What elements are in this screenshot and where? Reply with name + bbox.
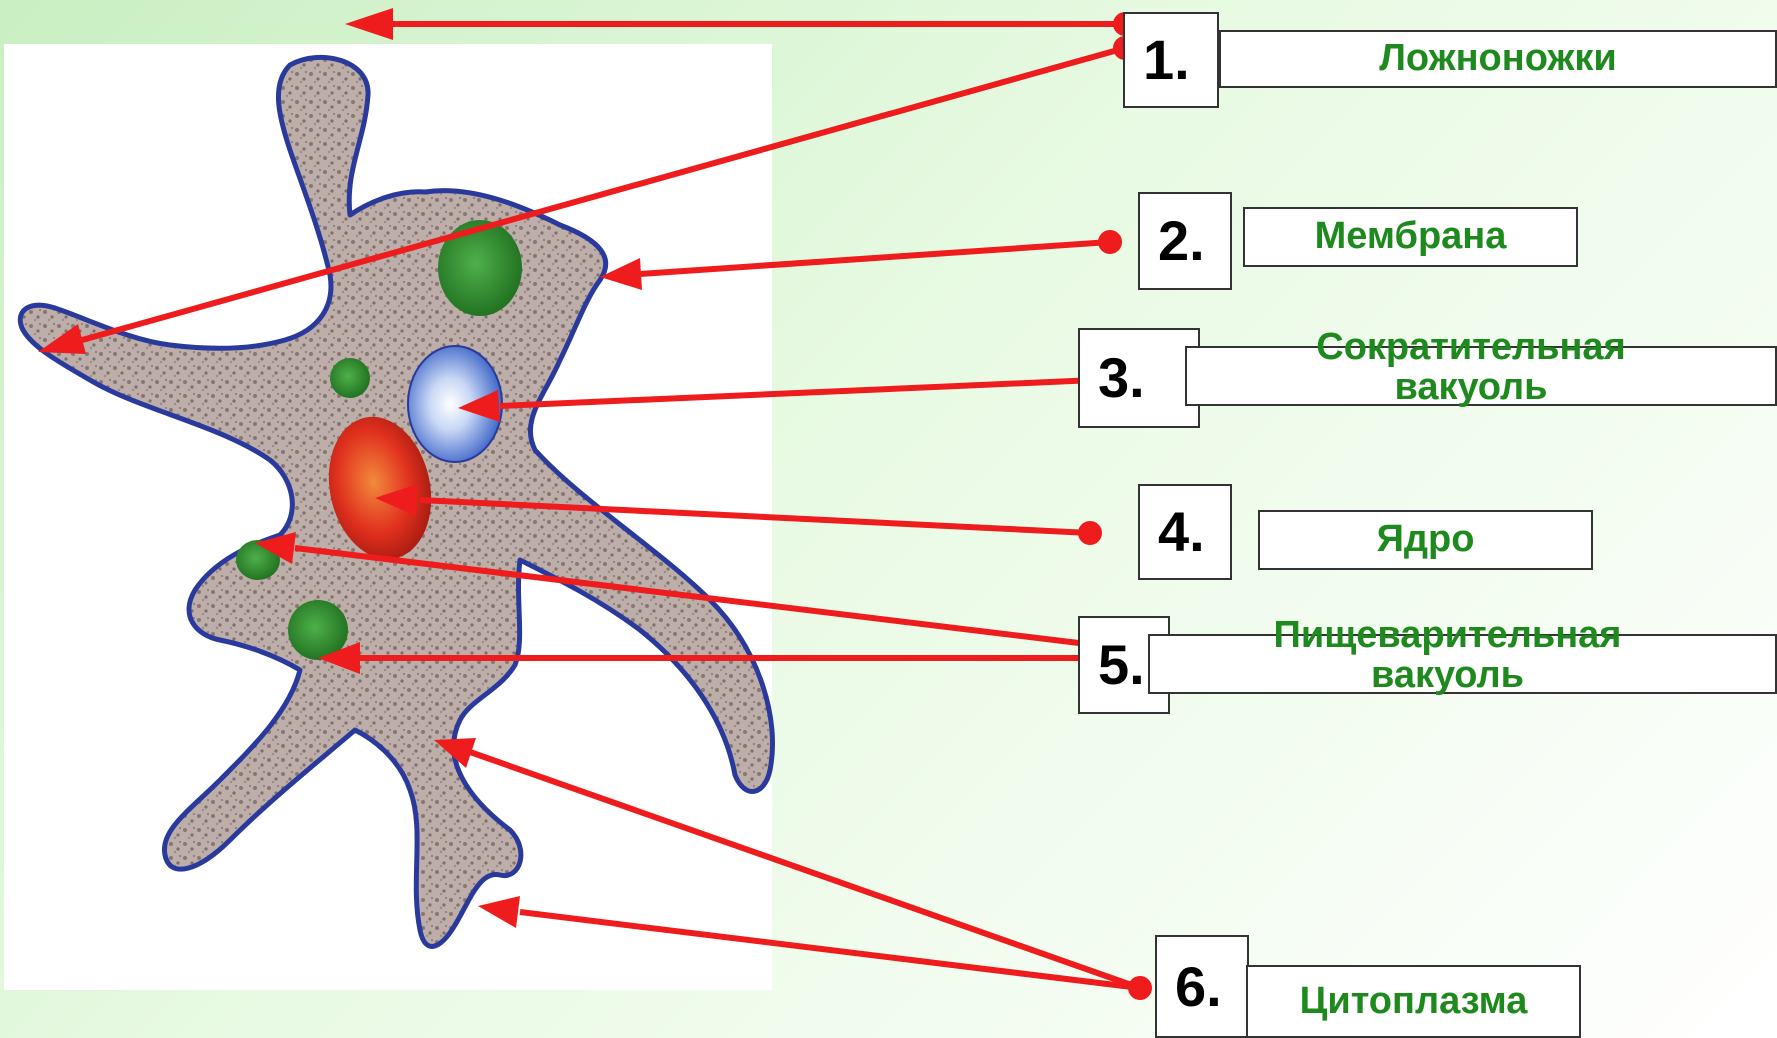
- label-number-4: 4.: [1138, 484, 1232, 580]
- label-number-3: 3.: [1078, 328, 1200, 428]
- label-number-6: 6.: [1155, 935, 1249, 1038]
- label-number-2: 2.: [1138, 192, 1232, 290]
- label-number-1: 1.: [1123, 12, 1219, 108]
- label-text-сократительная-вакуоль: Сократительная вакуоль: [1185, 346, 1777, 406]
- label-text-цитоплазма: Цитоплазма: [1246, 965, 1581, 1038]
- label-text-ложноножки: Ложноножки: [1219, 30, 1777, 88]
- label-text-мембрана: Мембрана: [1243, 207, 1578, 267]
- label-text-пищеварительная-вакуоль: Пищеварительная вакуоль: [1148, 634, 1777, 694]
- label-text-ядро: Ядро: [1258, 510, 1593, 570]
- digestive-vacuole-small: [330, 358, 370, 398]
